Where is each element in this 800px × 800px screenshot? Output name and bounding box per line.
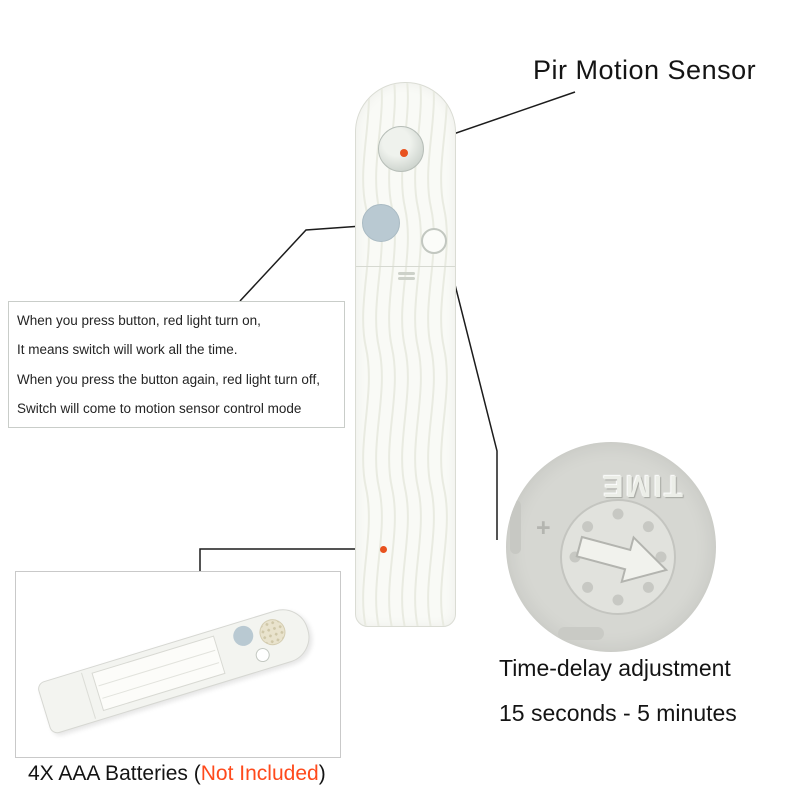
info-line: When you press the button again, red lig…	[17, 371, 320, 387]
bottom-marker-dot	[380, 546, 387, 553]
battery-caption: 4X AAA Batteries (Not Included)	[28, 762, 326, 786]
battery-caption-suffix: )	[318, 762, 326, 785]
callout-line-info-box	[239, 225, 363, 302]
dial-slot	[510, 500, 521, 554]
dial-dots	[569, 508, 667, 606]
pir-marker-dot	[400, 149, 408, 157]
info-line: Switch will come to motion sensor contro…	[17, 400, 302, 416]
plus-mark: +	[536, 514, 551, 542]
info-line: When you press button, red light turn on…	[17, 313, 261, 328]
time-dial-embossed-text: TIME	[600, 469, 684, 504]
battery-device-photo	[36, 602, 316, 736]
time-dial-photo: TIME +	[506, 442, 716, 652]
time-delay-caption-line2: 15 seconds - 5 minutes	[499, 700, 737, 726]
battery-caption-highlight: Not Included	[200, 762, 319, 785]
callout-line-battery-box	[199, 548, 377, 571]
battery-tray-divider	[102, 662, 220, 699]
time-dial-graphic	[510, 499, 676, 640]
device-seam	[356, 266, 455, 267]
dial-arrow	[575, 535, 669, 584]
battery-box	[15, 571, 341, 758]
time-delay-caption-line1: Time-delay adjustment	[499, 655, 731, 681]
latch-mark	[398, 277, 415, 280]
pir-sensor-label: Pir Motion Sensor	[533, 55, 757, 85]
info-line: It means switch will work all the time.	[17, 342, 238, 358]
info-box: When you press button, red light turn on…	[8, 301, 345, 428]
light-sensor-window	[362, 204, 400, 242]
battery-caption-prefix: 4X AAA Batteries (	[28, 762, 201, 785]
dial-slot	[558, 627, 604, 640]
mode-button[interactable]	[421, 228, 447, 254]
latch-mark	[398, 272, 415, 275]
device-image	[355, 82, 456, 627]
